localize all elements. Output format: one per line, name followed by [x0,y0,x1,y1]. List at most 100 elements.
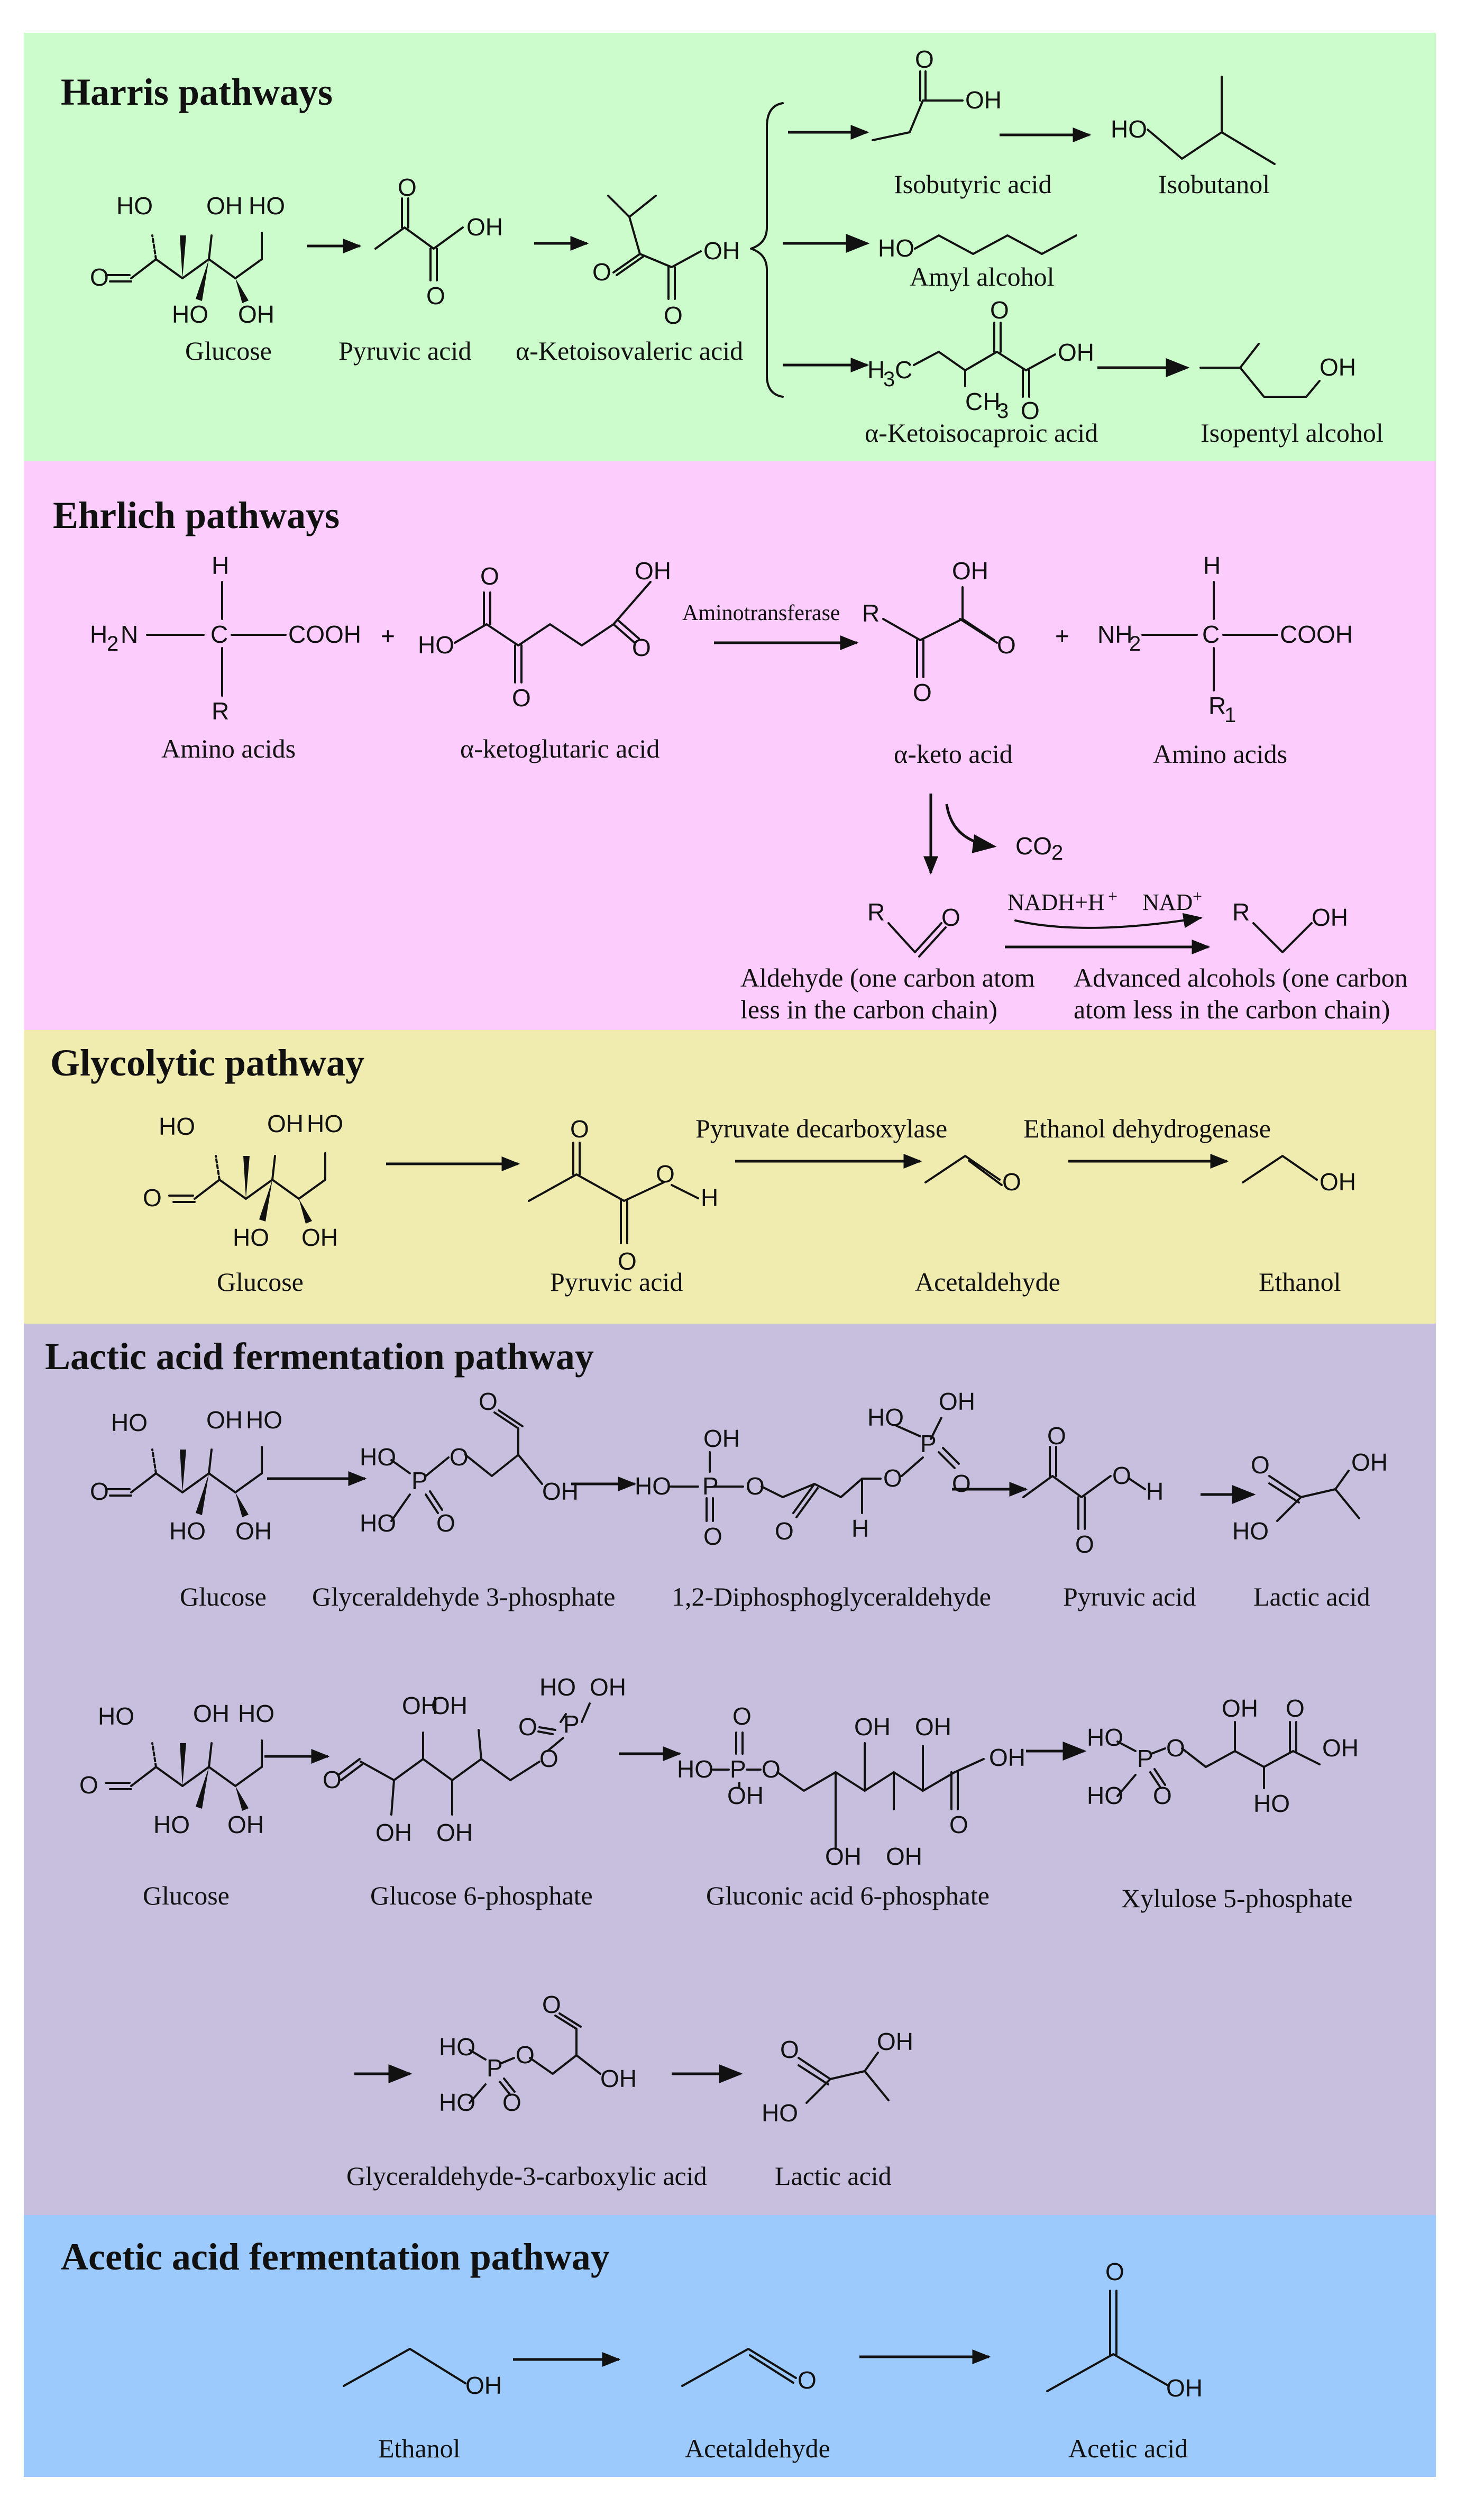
lactic-g3p-structure: HO P HO O O O OH [360,1388,579,1537]
lactic-g3c-structure: HO P HO O O O OH [439,1991,637,2116]
svg-text:O: O [949,1811,968,1838]
svg-text:OH: OH [542,1478,579,1505]
svg-text:P: P [730,1755,746,1783]
acetic-section [24,2215,1436,2477]
svg-text:HO: HO [172,300,208,328]
svg-text:H: H [212,552,229,579]
svg-text:OH: OH [1351,1448,1388,1476]
svg-text:OH: OH [877,2028,913,2055]
svg-text:H: H [1203,552,1221,579]
harris-ketoisocaproic-structure: H 3 C O CH 3 O OH [867,296,1094,424]
acetic-ethanol-label: Ethanol [378,2434,461,2463]
svg-text:3: 3 [997,399,1009,423]
harris-amyl-structure: HO [878,234,1077,262]
svg-text:OH: OH [635,557,671,585]
svg-text:HO: HO [1232,1517,1269,1545]
svg-text:OH: OH [703,1425,740,1452]
svg-text:H: H [90,621,107,648]
ehrlich-co2-sub: 2 [1051,841,1063,864]
svg-text:O: O [913,679,932,706]
svg-text:O: O [883,1464,902,1492]
lactic-lactic-b-structure: O HO OH [762,2028,913,2127]
svg-text:OH: OH [206,1406,243,1434]
ehrlich-ketoacid-label: α-keto acid [894,739,1013,769]
svg-text:OH: OH [965,86,1002,114]
acetic-acetaldehyde-structure: O [681,2348,817,2394]
svg-text:OH: OH [703,237,740,265]
svg-text:O: O [426,282,445,309]
harris-section [24,33,1436,461]
ehrlich-amino2-structure: H NH 2 C COOH R 1 [1097,552,1353,727]
svg-text:HO: HO [635,1472,671,1500]
svg-text:HO: HO [249,192,285,220]
svg-text:O: O [450,1443,469,1471]
svg-text:HO: HO [1087,1724,1123,1751]
ehrlich-amino1-label: Amino acids [161,734,296,763]
ehrlich-ketoglutaric-structure: HO O O O OH [418,557,671,712]
glycolytic-title: Glycolytic pathway [50,1042,364,1084]
svg-text:OH: OH [600,2065,637,2092]
lactic-g6p-structure: O OH OH OH OH O HO P OH O [323,1673,626,1846]
svg-text:COOH: COOH [288,621,361,648]
svg-text:NH: NH [1097,621,1132,648]
svg-text:HO: HO [307,1110,343,1137]
lactic-g3c-label: Glyceraldehyde-3-carboxylic acid [346,2161,707,2191]
harris-title: Harris pathways [61,71,333,113]
svg-text:OH: OH [915,1713,951,1740]
svg-text:OH: OH [238,300,274,328]
svg-text:O: O [703,1523,722,1550]
svg-text:R: R [1208,692,1226,719]
svg-text:OH: OH [952,557,988,585]
svg-text:HO: HO [878,234,914,262]
harris-pyruvic-label: Pyruvic acid [338,336,471,366]
harris-isopentyl-label: Isopentyl alcohol [1201,418,1384,448]
svg-text:C: C [895,356,912,384]
harris-isobutanol-structure: HO [1111,76,1276,165]
ehrlich-nadh-label: NADH+H [1007,889,1105,915]
svg-text:HO: HO [539,1673,576,1701]
glycolytic-decarboxylase-label: Pyruvate decarboxylase [695,1114,947,1143]
svg-text:O: O [1251,1451,1270,1479]
svg-text:OH: OH [825,1843,862,1870]
svg-text:O: O [1047,1422,1066,1450]
svg-text:O: O [775,1517,794,1545]
svg-text:HO: HO [418,631,454,659]
svg-text:O: O [780,2036,799,2063]
svg-text:O: O [398,174,417,201]
svg-text:OH: OH [1320,1168,1356,1196]
harris-ketoisovaleric-label: α-Ketoisovaleric acid [516,336,743,366]
svg-text:HO: HO [233,1224,269,1251]
svg-text:O: O [618,1247,637,1275]
harris-ketoisovaleric-structure: O O OH [592,195,740,329]
ehrlich-section [24,461,1436,1030]
svg-text:HO: HO [677,1755,713,1783]
svg-text:O: O [798,2366,817,2394]
svg-text:OH: OH [402,1692,438,1719]
svg-text:OH: OH [301,1224,338,1251]
lactic-glucose-b-label: Glucose [143,1881,230,1910]
lactic-pyruvic-structure: O O O H [1022,1422,1164,1558]
svg-text:O: O [323,1766,342,1793]
svg-text:O: O [1286,1694,1305,1722]
glycolytic-pyruvic-label: Pyruvic acid [550,1267,683,1297]
svg-text:O: O [480,562,499,590]
harris-isobutyric-label: Isobutyric acid [894,169,1052,199]
svg-text:OH: OH [886,1843,922,1870]
svg-text:HO: HO [98,1702,134,1730]
svg-text:R: R [867,898,885,926]
acetic-title: Acetic acid fermentation pathway [61,2236,610,2278]
ehrlich-amino2-label: Amino acids [1153,739,1287,769]
svg-text:O: O [997,631,1016,659]
svg-text:OH: OH [989,1744,1025,1771]
svg-text:O: O [632,634,651,661]
svg-text:1: 1 [1224,704,1236,727]
svg-text:HO: HO [762,2099,798,2127]
svg-text:O: O [592,258,611,286]
harris-isobutanol-label: Isobutanol [1158,169,1270,199]
svg-text:2: 2 [1129,632,1141,655]
svg-text:OH: OH [436,1819,473,1846]
svg-text:HO: HO [111,1409,148,1436]
lactic-title: Lactic acid fermentation pathway [45,1335,594,1378]
svg-text:CH: CH [965,388,1000,415]
